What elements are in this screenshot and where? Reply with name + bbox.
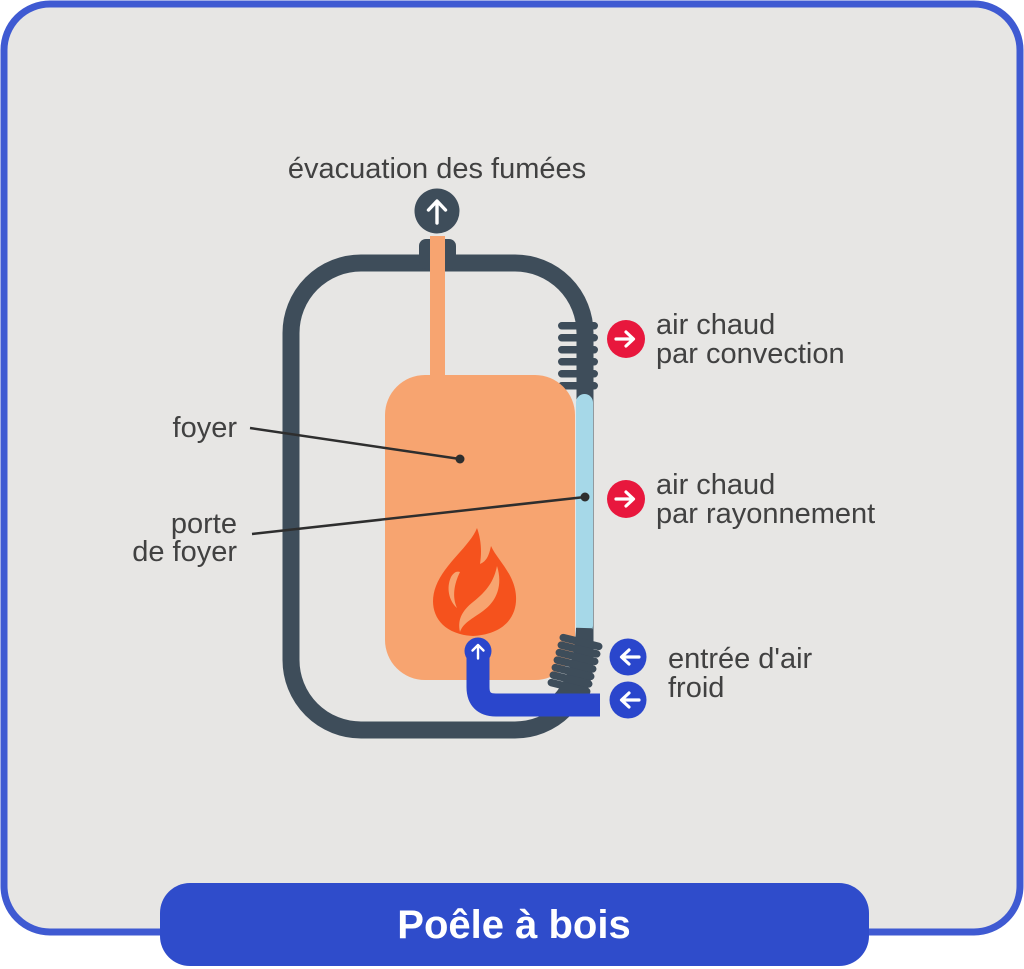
flue-pipe	[430, 236, 445, 396]
label-firebox-door-line2: de foyer	[132, 536, 237, 568]
heat-exchanger-coil-bottom	[547, 633, 603, 696]
title-banner-background	[160, 883, 869, 966]
label-cold-air-line2: froid	[668, 672, 724, 704]
cold-air-badge-2	[609, 681, 647, 719]
air-intake-valve	[464, 637, 492, 665]
heat-exchanger-coil-top	[558, 322, 598, 390]
label-radiation-line1: air chaud	[656, 469, 775, 501]
hot-air-convection-badge	[607, 320, 645, 358]
flame-cutout-left	[448, 571, 460, 608]
leader-lines	[249, 426, 590, 536]
coil-fin	[557, 641, 601, 658]
label-cold-air-line1: entrée d'air	[668, 643, 813, 675]
hot-air-radiation-badge	[607, 480, 645, 518]
coil-fin	[558, 382, 598, 390]
coil-fin	[558, 322, 598, 330]
coil-fin	[549, 671, 593, 688]
flame-icon	[433, 528, 517, 636]
firebox-glass-door	[576, 394, 593, 634]
coil-fin	[558, 358, 598, 366]
cold-air-badge-1	[609, 638, 647, 676]
smoke-outlet-badge	[414, 188, 460, 234]
title-banner: Poêle à bois	[160, 883, 869, 966]
firebox	[385, 375, 575, 680]
coil-fin	[558, 346, 598, 354]
left-arrow-icon	[619, 648, 641, 666]
coil-fin	[547, 678, 591, 696]
cold-air-pipe	[466, 651, 600, 717]
right-arrow-icon	[614, 490, 636, 508]
label-smoke-outlet: évacuation des fumées	[288, 153, 586, 185]
up-arrow-icon	[471, 643, 485, 660]
coil-fin	[559, 633, 603, 651]
label-firebox: foyer	[173, 412, 238, 444]
left-arrow-icon	[619, 691, 641, 709]
leader-dot	[580, 492, 590, 502]
flame-body	[433, 528, 517, 636]
coil-fin	[558, 334, 598, 342]
coil-fin	[553, 656, 597, 673]
leader-line-firebox	[249, 426, 461, 461]
label-convection-line2: par convection	[656, 338, 845, 370]
label-convection-line1: air chaud	[656, 309, 775, 341]
coil-fin	[551, 663, 595, 681]
flame-cutout-right	[459, 566, 500, 632]
up-arrow-icon	[426, 199, 448, 225]
leader-line-door	[251, 495, 586, 536]
leader-dot	[455, 454, 465, 464]
coil-fin	[555, 648, 599, 666]
coil-fin	[558, 370, 598, 378]
label-radiation-line2: par rayonnement	[656, 498, 875, 530]
page-title: Poêle à bois	[397, 903, 630, 947]
label-firebox-door-line1: porte	[171, 508, 237, 540]
right-arrow-icon	[614, 330, 636, 348]
